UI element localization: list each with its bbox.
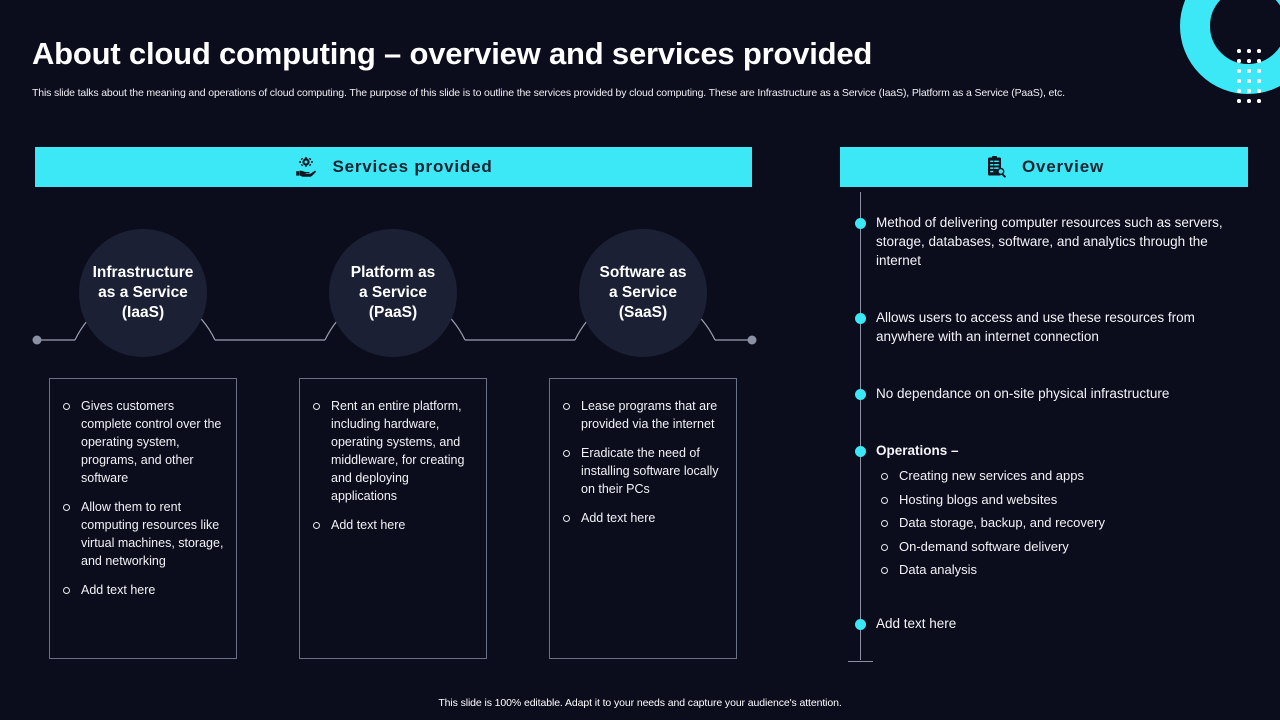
overview-item-0: Method of delivering computer resources … <box>840 213 1250 270</box>
deco-dot <box>1257 89 1261 93</box>
deco-dot <box>1237 99 1241 103</box>
timeline-bullet-dot <box>855 619 866 630</box>
page-title: About cloud computing – overview and ser… <box>32 36 873 71</box>
list-item: Eradicate the need of installing softwar… <box>558 444 724 498</box>
dot-grid-icon <box>1234 46 1264 106</box>
deco-dot <box>1237 49 1241 53</box>
list-item: Lease programs that are provided via the… <box>558 397 724 433</box>
timeline-bullet-dot <box>855 446 866 457</box>
detail-box-paas: Rent an entire platform, including hardw… <box>299 378 487 659</box>
arc-end-dot <box>747 335 757 345</box>
overview-section-title: Overview <box>1021 157 1104 176</box>
hand-holding-gear-icon <box>294 155 318 179</box>
document-magnifier-icon <box>984 155 1008 179</box>
deco-dot <box>1237 69 1241 73</box>
deco-dot <box>1237 89 1241 93</box>
overview-item-4: Add text here <box>840 614 1250 633</box>
overview-item-text: Method of delivering computer resources … <box>876 215 1223 268</box>
deco-dot <box>1257 99 1261 103</box>
overview-item-3: Operations – Creating new services and a… <box>840 441 1250 582</box>
list-item: Data storage, backup, and recovery <box>876 511 1250 535</box>
page-subtitle: This slide talks about the meaning and o… <box>32 87 1065 99</box>
services-section-title: Services provided <box>332 157 493 176</box>
cyan-ring-icon <box>1180 0 1280 94</box>
deco-dot <box>1247 99 1251 103</box>
list-item: Add text here <box>58 581 224 599</box>
timeline-bullet-dot <box>855 313 866 324</box>
timeline-base-tick <box>848 661 873 662</box>
detail-list-paas: Rent an entire platform, including hardw… <box>308 397 474 534</box>
services-section-header: Services provided <box>35 147 752 187</box>
list-item: Rent an entire platform, including hardw… <box>308 397 474 505</box>
timeline-bullet-dot <box>855 218 866 229</box>
footer-note: This slide is 100% editable. Adapt it to… <box>438 697 842 709</box>
list-item: Hosting blogs and websites <box>876 488 1250 512</box>
deco-dot <box>1257 49 1261 53</box>
list-item: On-demand software delivery <box>876 535 1250 559</box>
deco-dot <box>1247 49 1251 53</box>
list-item: Add text here <box>558 509 724 527</box>
deco-dot <box>1247 59 1251 63</box>
deco-dot <box>1257 59 1261 63</box>
detail-box-saas: Lease programs that are provided via the… <box>549 378 737 659</box>
list-item: Data analysis <box>876 558 1250 582</box>
timeline-vertical-line <box>860 192 861 660</box>
deco-dot <box>1247 89 1251 93</box>
overview-item-1: Allows users to access and use these res… <box>840 308 1250 346</box>
list-item: Creating new services and apps <box>876 464 1250 488</box>
detail-list-saas: Lease programs that are provided via the… <box>558 397 724 527</box>
overview-timeline: Method of delivering computer resources … <box>840 192 1250 662</box>
timeline-bullet-dot <box>855 389 866 400</box>
deco-dot <box>1257 69 1261 73</box>
deco-dot <box>1247 79 1251 83</box>
deco-dot <box>1237 59 1241 63</box>
overview-item-text: Operations – <box>876 443 959 458</box>
deco-dot <box>1247 69 1251 73</box>
list-item: Allow them to rent computing resources l… <box>58 498 224 570</box>
deco-dot <box>1237 79 1241 83</box>
overview-section-header: Overview <box>840 147 1248 187</box>
list-item: Gives customers complete control over th… <box>58 397 224 487</box>
overview-item-2: No dependance on on-site physical infras… <box>840 384 1250 403</box>
deco-dot <box>1257 79 1261 83</box>
overview-item-text: Add text here <box>876 616 957 631</box>
detail-list-iaas: Gives customers complete control over th… <box>58 397 224 599</box>
list-item: Add text here <box>308 516 474 534</box>
overview-item-text: No dependance on on-site physical infras… <box>876 386 1170 401</box>
overview-item-text: Allows users to access and use these res… <box>876 310 1195 344</box>
detail-box-iaas: Gives customers complete control over th… <box>49 378 237 659</box>
corner-decoration <box>1170 0 1280 120</box>
arc-start-dot <box>32 335 42 345</box>
